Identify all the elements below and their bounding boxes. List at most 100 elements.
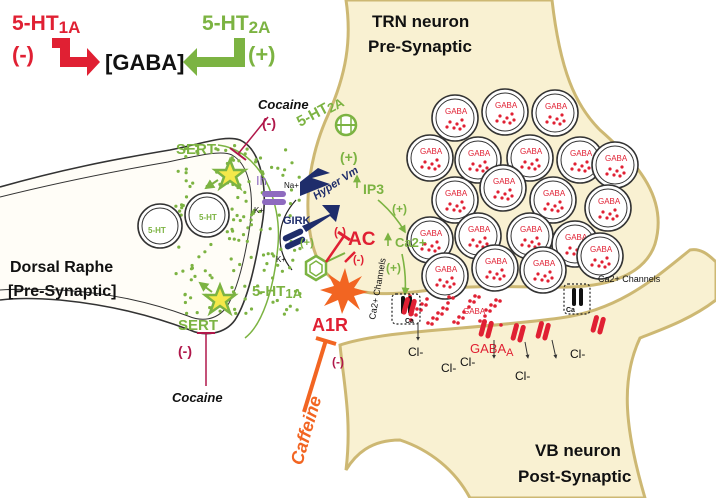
gaba-vesicle: GABA	[479, 164, 527, 212]
gaba-vesicle: GABA	[591, 141, 639, 189]
caffeine-label: Caffeine	[287, 394, 326, 467]
gaba-vesicle: GABA	[506, 134, 554, 182]
ip3-plus-sign: (+)	[392, 202, 407, 216]
gaba-vesicle: GABA	[576, 232, 624, 280]
gabaa-receptor-icon	[510, 323, 526, 343]
legend-red-arrow	[52, 38, 100, 76]
k-label-bottom: K+	[276, 255, 286, 264]
chloride-ion: Cl-	[570, 347, 585, 361]
ht-vesicle-1-label: 5-HT	[148, 226, 166, 235]
chloride-ion-label: Cl-	[408, 345, 423, 359]
girk-channel-icon	[282, 228, 304, 242]
raphe-membrane-inner	[0, 152, 252, 320]
caffeine-inhibit-line	[302, 339, 328, 413]
gabaa-label: GABAA	[470, 341, 514, 359]
ca-channel-left-box	[391, 293, 421, 325]
raphe-title-line2: [Pre-Synaptic]	[8, 283, 116, 300]
sert-bottom-arrow	[198, 281, 213, 293]
gaba-vesicle-label: GABA	[468, 225, 491, 234]
ip3-label: IP3	[363, 181, 384, 197]
chloride-ions: Cl- Cl- Cl- Cl- Cl-	[408, 322, 585, 383]
gaba-vesicle: GABA	[406, 216, 454, 264]
gaba-vesicle: GABA	[531, 89, 579, 137]
chloride-arrow	[551, 339, 558, 359]
gaba-vesicle: GABA	[471, 244, 519, 292]
ht-vesicle-2-label: 5-HT	[199, 213, 217, 222]
ht-vesicle-2: 5-HT	[184, 192, 230, 238]
ih-channel-icon	[262, 191, 286, 197]
ca-channel-right-icon	[572, 288, 576, 306]
gabaa-receptor-icon	[590, 315, 606, 335]
ac-minus-sign-2: (-)	[353, 254, 364, 266]
gaba-vesicle-label: GABA	[533, 259, 556, 268]
girk-label: GIRK	[283, 215, 311, 227]
5ht1a-plus-sign: (+)	[300, 237, 314, 249]
gaba-vesicle-label: GABA	[598, 197, 621, 206]
ht-vesicle-1: 5-HT	[137, 203, 183, 249]
gaba-vesicle: GABA	[519, 246, 567, 294]
chloride-ion-label: Cl-	[460, 355, 475, 369]
vb-title-line2: Post-Synaptic	[518, 467, 631, 486]
ih-label: Ih	[256, 173, 267, 188]
ca-channel-right-box	[563, 283, 591, 315]
membrane-curve-1a	[279, 199, 297, 271]
gaba-vesicle-label: GABA	[543, 189, 566, 198]
ca-label: Ca2+	[395, 235, 427, 250]
chloride-ion-label: Cl-	[515, 369, 530, 383]
gaba-vesicle: GABA	[406, 134, 454, 182]
chloride-ion-label: Cl-	[570, 347, 585, 361]
chloride-ion-label: Cl-	[441, 361, 456, 375]
sert-top-star-icon	[211, 156, 249, 192]
sert-top-label: SERT	[176, 141, 216, 158]
cocaine-bottom-label: Cocaine	[172, 390, 223, 405]
legend-gaba-label: [GABA]	[105, 50, 184, 75]
caffeine-inhibit-tbar	[315, 336, 337, 346]
gaba-vesicle: GABA	[431, 94, 479, 142]
gaba-vesicle-label: GABA	[485, 257, 508, 266]
gaba-vesicle: GABA	[421, 252, 469, 300]
legend-green-arrow	[183, 38, 245, 76]
legend-5ht2a-label: 5-HT2A	[202, 12, 270, 37]
5ht1a-receptor-label: 5-HT1A	[252, 283, 303, 301]
k-label-top: K+	[254, 206, 264, 215]
ca-channel-right: Ca2+ Channels Ca	[563, 274, 661, 315]
gaba-vesicle-label: GABA	[520, 147, 543, 156]
5ht2a-plus-sign: (+)	[340, 149, 358, 165]
sert-top-arrow	[204, 179, 219, 190]
gaba-vesicle-label: GABA	[420, 147, 443, 156]
hyper-arrow-upper	[300, 168, 330, 196]
chloride-ion: Cl-	[515, 369, 530, 383]
caffeine-minus-sign: (-)	[332, 355, 344, 369]
gaba-vesicle: GABA	[529, 176, 577, 224]
chloride-ion: Cl-	[460, 355, 475, 369]
gaba-vesicle: GABA	[556, 136, 604, 184]
gaba-vesicle-label: GABA	[565, 233, 588, 242]
cocaine-top-line	[237, 116, 269, 155]
chloride-ion: Cl-	[408, 345, 423, 359]
raphe-green-contour	[217, 144, 280, 339]
girk-channel: GIRK K+	[276, 215, 311, 264]
na-label: Na+	[284, 181, 299, 190]
gaba-vesicle-label: GABA	[435, 265, 458, 274]
hyper-arrow-lower	[302, 205, 340, 232]
gaba-vesicle-label: GABA	[468, 149, 491, 158]
gaba-vesicle: GABA	[431, 176, 479, 224]
raphe-terminal	[0, 137, 265, 335]
sert-bottom-star-icon	[201, 281, 239, 317]
a1r-label: A1R	[312, 315, 348, 335]
gaba-vesicle-label: GABA	[420, 229, 443, 238]
vb-neuron	[338, 248, 716, 500]
gaba-vesicle-label: GABA	[570, 149, 593, 158]
gaba-vesicle-label: GABA	[445, 107, 468, 116]
ac-inhibit-tbar	[337, 230, 351, 242]
sert-top: SERT	[176, 141, 249, 192]
ca-channel-right-label: Ca2+ Channels	[598, 274, 661, 284]
legend: 5-HT1A (-) [GABA] 5-HT2A (+)	[12, 12, 276, 76]
trn-title-line2: Pre-Synaptic	[368, 37, 472, 56]
legend-5ht1a-label: 5-HT1A	[12, 12, 80, 37]
gabaa-receptor-icon	[478, 319, 494, 339]
gaba-vesicle-label: GABA	[545, 102, 568, 111]
sert-bottom-label: SERT	[178, 317, 218, 334]
vb-title-line1: VB neuron	[535, 441, 621, 460]
